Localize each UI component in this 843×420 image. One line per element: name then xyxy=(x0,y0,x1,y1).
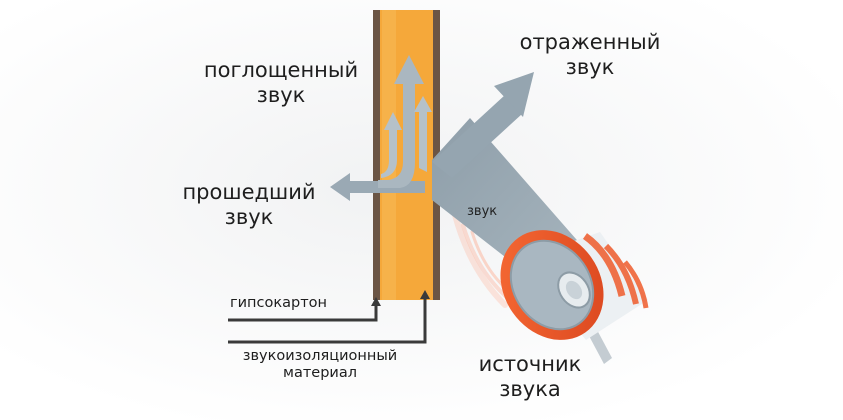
drywall-label: гипсокартон xyxy=(230,295,328,311)
absorbed-arrows xyxy=(378,55,432,188)
absorbed-sound-label: поглощенный звук xyxy=(195,58,367,108)
drywall-right xyxy=(433,10,440,300)
insulation-line2: материал xyxy=(283,365,357,382)
reflected-sound-label: отраженный звук xyxy=(508,30,672,80)
reflected-arrow xyxy=(432,72,534,178)
source-line1: источник xyxy=(478,352,582,376)
sound-source xyxy=(500,230,649,364)
drywall-left xyxy=(373,10,380,300)
transmitted-sound-label: прошедший звук xyxy=(170,180,328,230)
reflected-line1: отраженный xyxy=(519,30,661,54)
leader-lines xyxy=(228,296,427,344)
insulation-leader xyxy=(228,296,427,344)
absorbed-line2: звук xyxy=(256,83,306,108)
insulation-line1: звукоизоляционный xyxy=(242,348,398,364)
transmitted-line1: прошедший xyxy=(182,180,316,204)
transmitted-line2: звук xyxy=(224,205,274,230)
source-line2: звука xyxy=(499,377,561,402)
absorbed-line1: поглощенный xyxy=(203,58,359,82)
incident-sound-label: звук xyxy=(467,204,498,219)
drywall-leader xyxy=(228,303,378,322)
reflected-line2: звук xyxy=(565,55,615,80)
sound-source-label: источник звука xyxy=(455,352,605,402)
insulation-material-label: звукоизоляционный материал xyxy=(222,348,418,383)
